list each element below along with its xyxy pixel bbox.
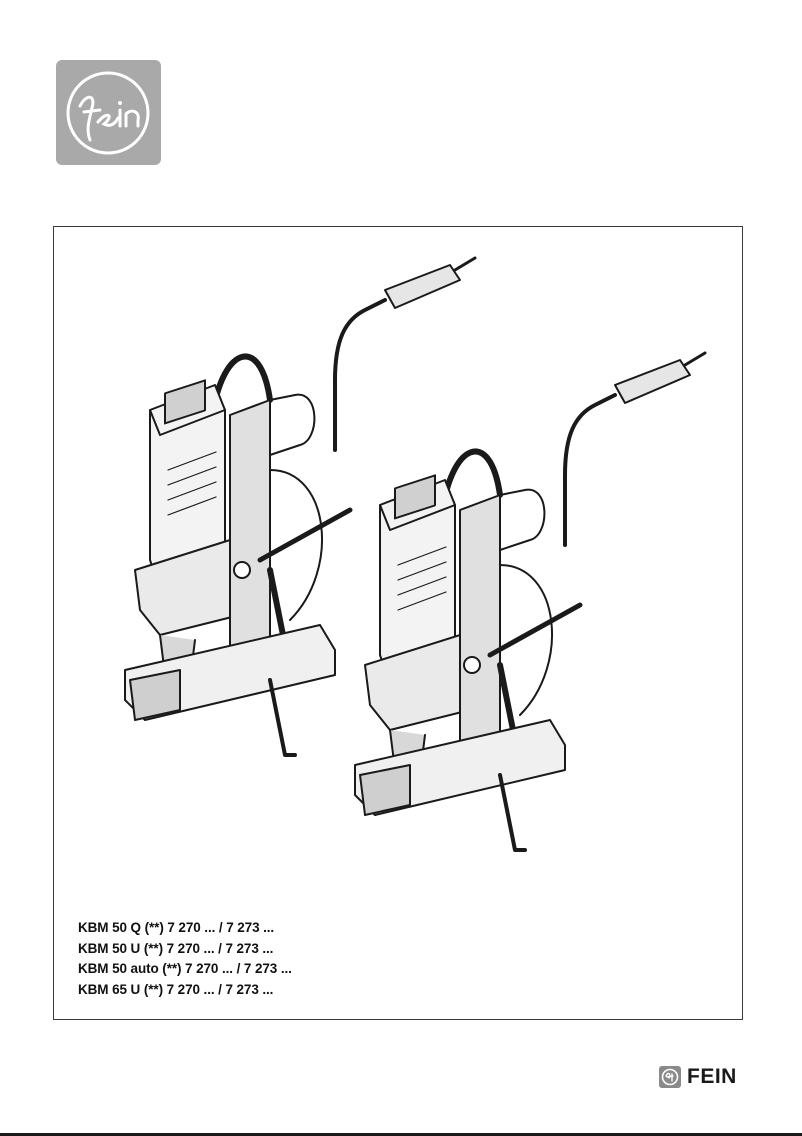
drill-left xyxy=(124,256,477,757)
model-line: KBM 65 U (**) 7 270 ... / 7 273 ... xyxy=(78,981,274,997)
drill-right xyxy=(354,351,707,852)
model-line: KBM 50 Q (**) 7 270 ... / 7 273 ... xyxy=(78,920,275,935)
model-line: KBM 50 U (**) 7 270 ... / 7 273 ... xyxy=(78,940,274,956)
illustration-frame xyxy=(53,226,743,1020)
model-line: KBM 50 auto (**) 7 270 ... / 7 273 ... xyxy=(78,961,292,976)
bottom-rule xyxy=(0,1133,802,1136)
drill-illustration xyxy=(124,256,707,852)
fein-logo-icon xyxy=(66,71,150,155)
brand-name: FEIN xyxy=(687,1065,737,1088)
footer-brand: FEIN xyxy=(659,1065,737,1089)
fein-badge-icon xyxy=(659,1066,681,1088)
fein-logo xyxy=(56,60,161,165)
model-list: KBM 50 Q (**) 7 270 ... / 7 273 ... KBM … xyxy=(78,918,292,1000)
